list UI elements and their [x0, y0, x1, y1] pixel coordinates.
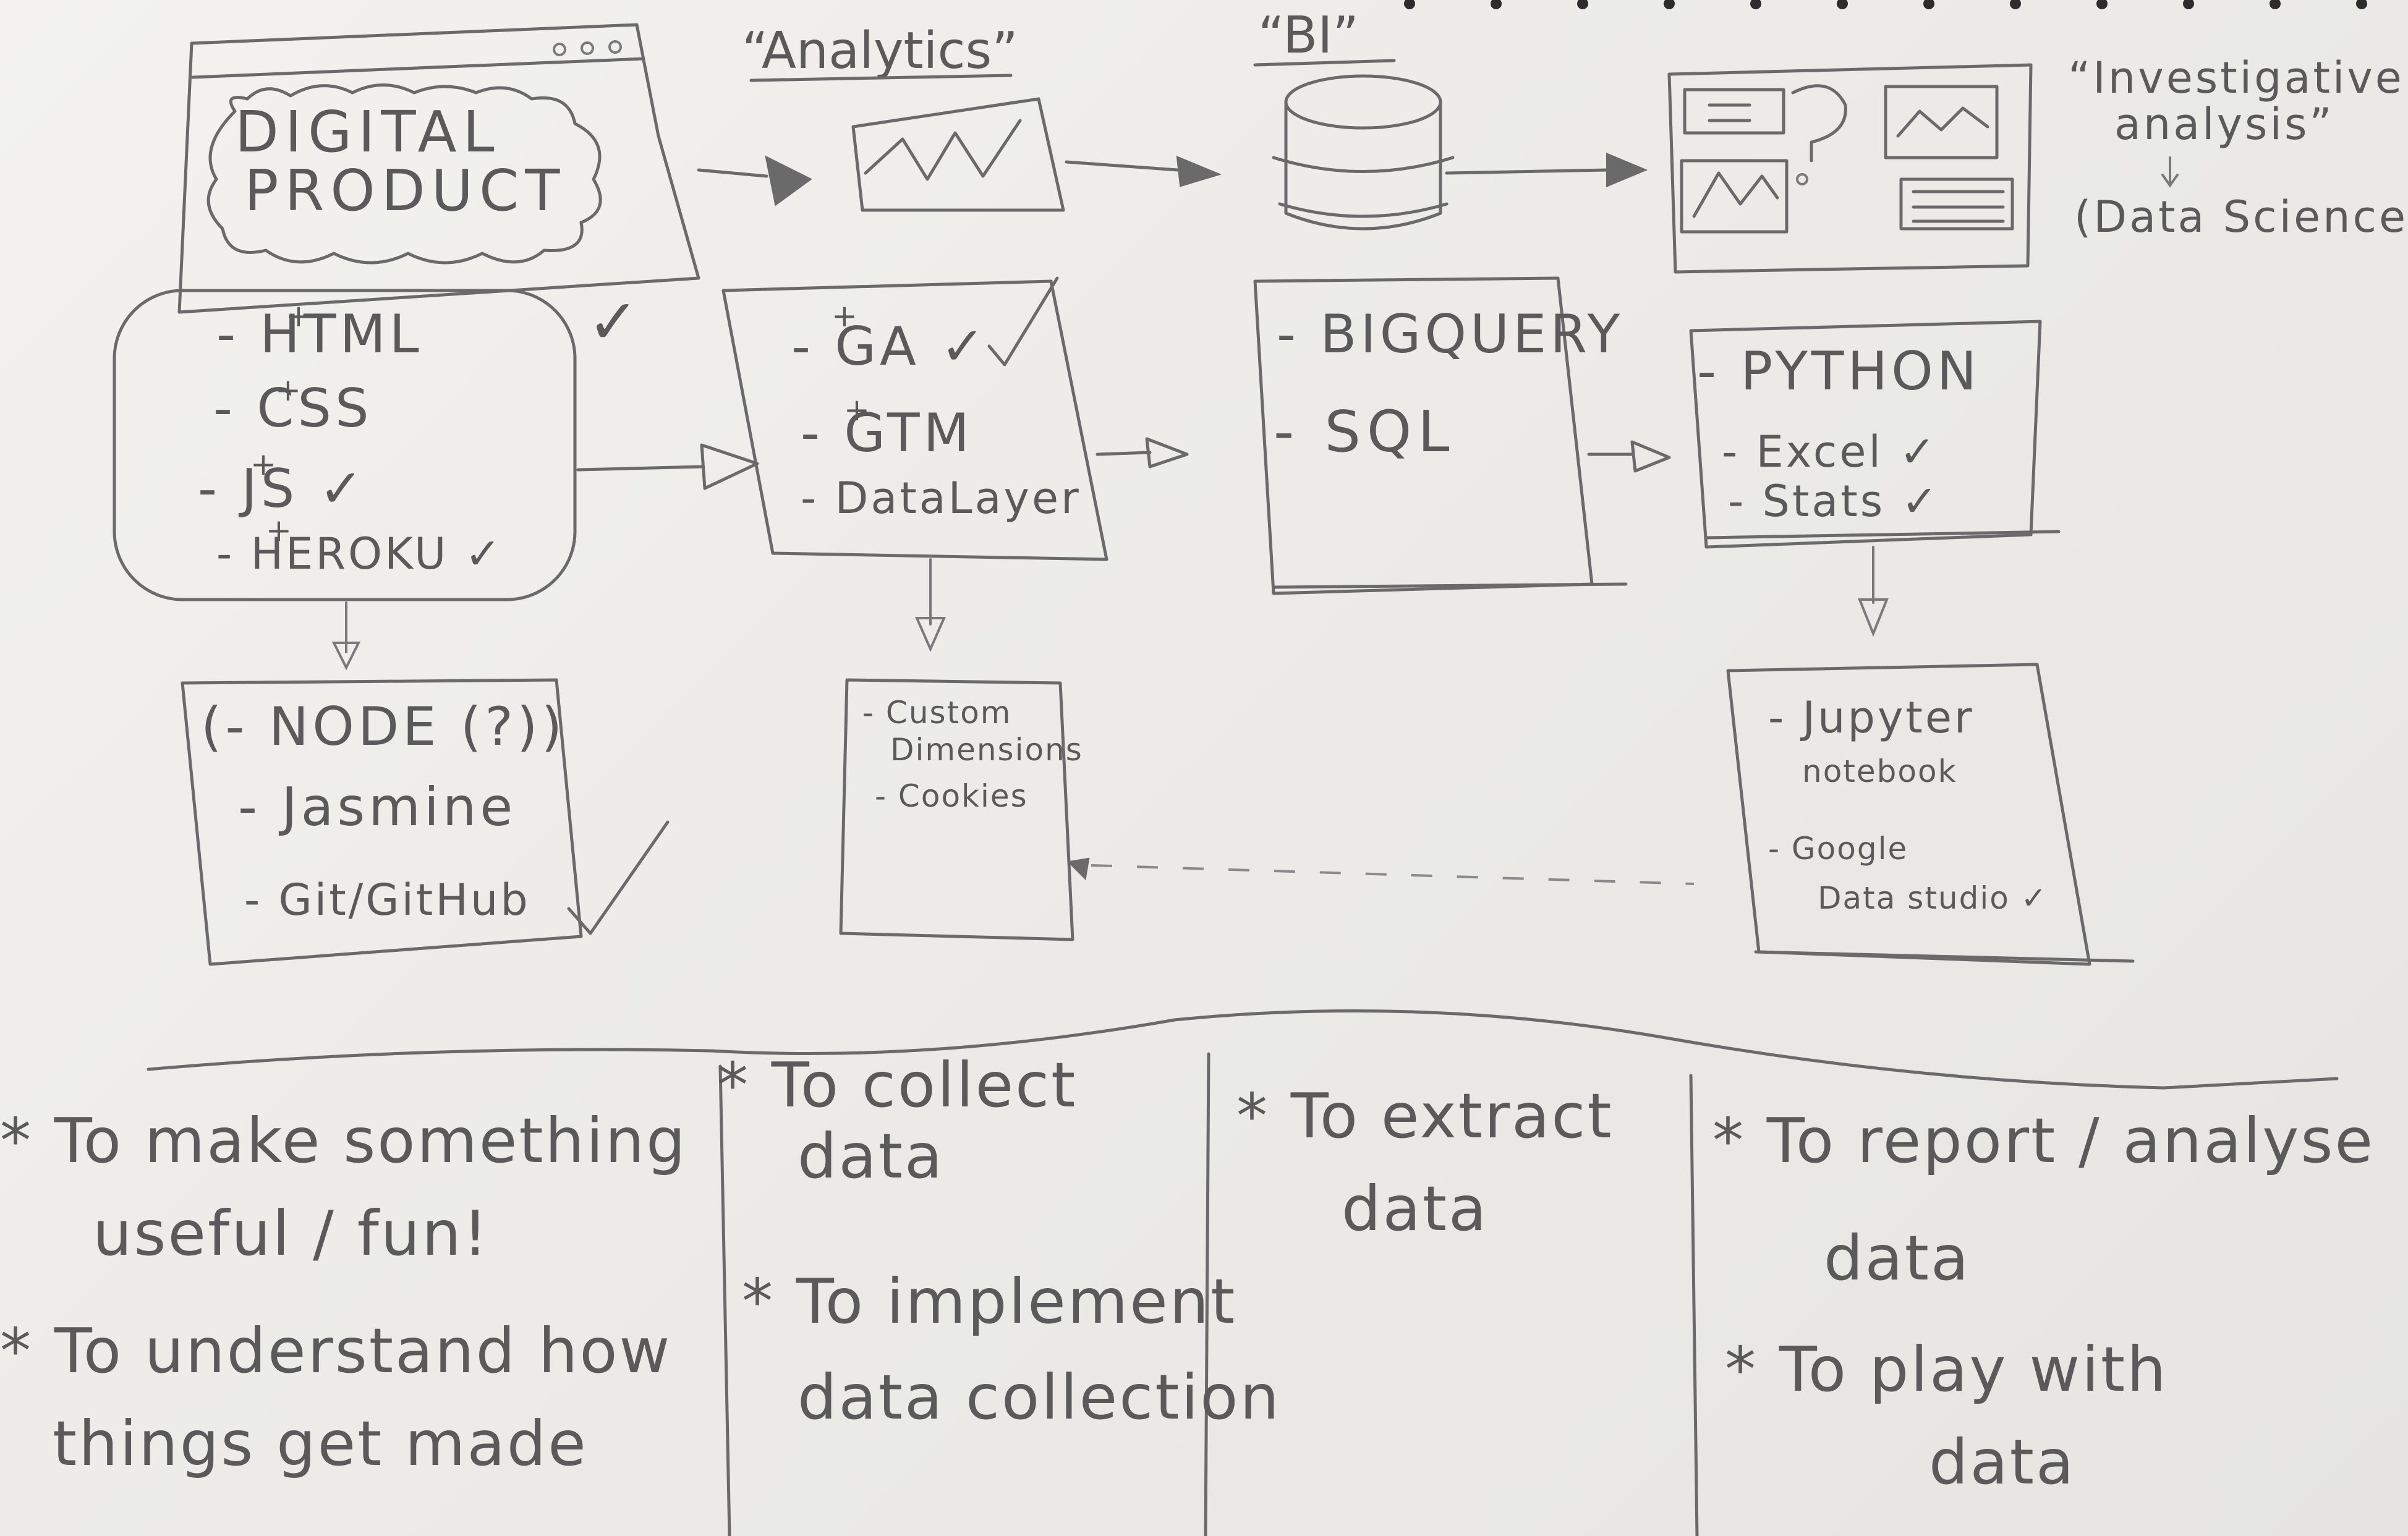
- purpose-analytics-line4: data collection: [798, 1361, 1281, 1433]
- product-title-line1: DIGITAL: [235, 99, 501, 165]
- science-next-item-1: - Jupyter: [1768, 692, 1975, 743]
- arrow-analytics-stack-to-bi-stack: [1096, 437, 1189, 469]
- analytics-stack-item-1: - GA ✓: [791, 316, 989, 378]
- product-next-item-1: (- NODE (?)): [201, 696, 566, 758]
- analytics-next-item-2: Dimensions: [890, 732, 1083, 768]
- science-next-item-3: - Google: [1768, 831, 1908, 867]
- cloud-icon: [206, 83, 602, 265]
- science-stack-item-1: - PYTHON: [1697, 341, 1980, 402]
- analytics-next-item-1: - Custom: [862, 695, 1012, 731]
- arrow-product-stack-to-analytics-stack: [576, 443, 759, 490]
- product-stack-box: [113, 289, 577, 601]
- bi-stack-item-1: - BIGQUERY: [1277, 303, 1623, 365]
- browser-window-icon: [177, 23, 700, 314]
- arrow-bi-to-science: [1445, 153, 1648, 187]
- spiral-binding: [1404, 0, 2367, 9]
- product-title-line2: PRODUCT: [244, 158, 566, 224]
- purpose-science-line3: * To play with: [1725, 1333, 2168, 1406]
- purpose-science-line2: data: [1824, 1222, 1970, 1294]
- purpose-analytics-line3: * To implement: [742, 1265, 1236, 1338]
- analytics-plus-mark-2: +: [844, 392, 871, 428]
- analytics-heading-underline: [749, 74, 1013, 82]
- arrow-analytics-stack-down: [914, 558, 947, 652]
- arrow-analytics-to-bi: [1065, 155, 1222, 187]
- wavy-divider-line: [147, 1009, 2339, 1090]
- analytics-plus-mark-1: +: [832, 298, 859, 334]
- purpose-product-line2: useful / fun!: [93, 1197, 490, 1270]
- check-mark-icon: [567, 820, 670, 935]
- product-next-box: [181, 678, 583, 966]
- product-plus-mark-4: +: [266, 512, 293, 548]
- science-stack-box: [1689, 320, 2042, 549]
- bi-heading: “BI”: [1258, 6, 1359, 65]
- product-check-outside: ✓: [587, 286, 639, 358]
- arrow-bi-stack-to-science-stack: [1587, 440, 1671, 473]
- purpose-science-line4: data: [1929, 1426, 2075, 1498]
- purpose-bi-line2: data: [1342, 1173, 1488, 1245]
- analytics-next-box: [839, 678, 1074, 941]
- purpose-product-line1: * To make something: [0, 1105, 687, 1177]
- line-chart-icon: [851, 97, 1065, 212]
- purpose-science-line1: * To report / analyse: [1712, 1105, 2375, 1177]
- science-heading-line1: “Investigative: [2068, 53, 2404, 103]
- arrow-product-stack-down: [331, 601, 361, 671]
- product-stack-item-1: - HTML: [216, 303, 423, 365]
- science-heading-line2: analysis”: [2114, 99, 2334, 150]
- product-plus-mark-2: +: [275, 372, 302, 408]
- arrow-science-stack-down: [1858, 546, 1889, 637]
- analytics-stack-item-2: - GTM: [801, 402, 973, 464]
- column-divider-2: [1204, 1052, 1210, 1536]
- product-next-item-2: - Jasmine: [238, 776, 516, 838]
- arrow-product-to-analytics: [697, 155, 812, 206]
- science-stack-item-3: - Stats ✓: [1728, 476, 1940, 527]
- dashed-link-science-to-analytics: [1091, 864, 1695, 885]
- dashboard-icon: [1667, 63, 2033, 274]
- science-stack-item-2: - Excel ✓: [1722, 426, 1938, 477]
- product-next-item-3: - Git/GitHub: [244, 875, 530, 925]
- product-stack-item-4: - HEROKU ✓: [216, 528, 503, 579]
- product-plus-mark-3: +: [250, 446, 278, 482]
- science-heading-line3: (Data Science!): [2074, 192, 2408, 242]
- column-divider-1: [718, 1064, 731, 1536]
- purpose-analytics-line2: data: [798, 1120, 944, 1192]
- science-next-item-4: Data studio ✓: [1818, 880, 2048, 916]
- column-divider-3: [1689, 1074, 1699, 1536]
- arrow-dashed-head-icon: [1066, 857, 1090, 881]
- analytics-heading: “Analytics”: [742, 22, 1018, 80]
- bi-heading-underline: [1253, 59, 1396, 67]
- purpose-analytics-line1: * To collect: [717, 1049, 1077, 1121]
- analytics-stack-item-3: - DataLayer: [801, 473, 1081, 524]
- product-stack-item-2: - CSS: [213, 378, 373, 439]
- bi-stack-item-2: - SQL: [1274, 399, 1456, 465]
- purpose-product-line4: things get made: [53, 1407, 588, 1480]
- database-icon: [1272, 74, 1455, 231]
- analytics-stack-box: [721, 279, 1108, 561]
- analytics-next-item-3: - Cookies: [875, 778, 1028, 814]
- product-stack-item-3: - JS ✓: [198, 458, 367, 520]
- science-next-box: [1726, 663, 2091, 966]
- purpose-bi-line1: * To extract: [1236, 1080, 1614, 1152]
- science-next-item-2: notebook: [1802, 753, 1957, 789]
- check-mark-icon: [987, 276, 1059, 367]
- purpose-product-line3: * To understand how: [0, 1315, 671, 1387]
- arrow-down-small-icon: [2161, 156, 2179, 188]
- product-plus-mark-1: +: [286, 298, 313, 334]
